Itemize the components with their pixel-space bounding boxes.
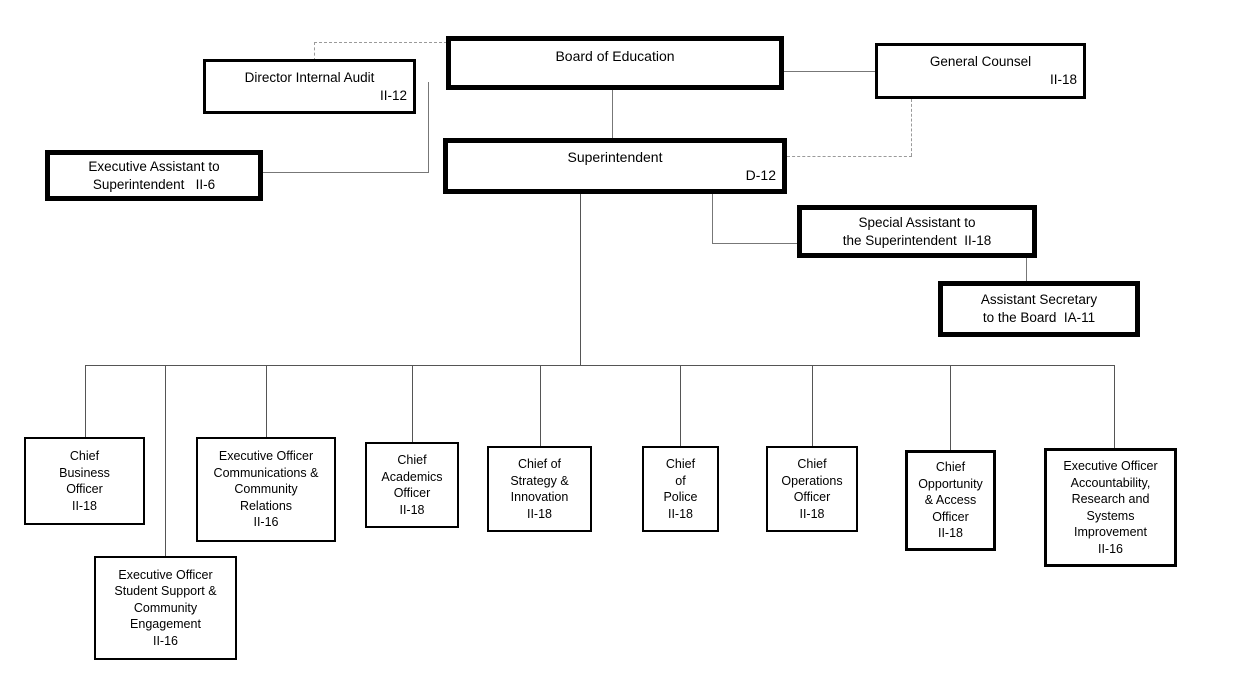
node-executive-officer-accountability[interactable]: Executive Officer Accountability, Resear…: [1044, 448, 1177, 567]
connector-board-to-superintendent: [612, 90, 613, 139]
node-assistant-secretary-to-the-board[interactable]: Assistant Secretary to the Board IA-11: [938, 281, 1140, 337]
connector-audit-vertical: [428, 82, 429, 173]
connector-counsel-to-superintendent-vertical: [911, 99, 912, 156]
connector-superintendent-to-special-assistant-vertical: [712, 194, 713, 243]
node-executive-officer-communications[interactable]: Executive Officer Communications & Commu…: [196, 437, 336, 542]
connector-board-to-audit-horizontal: [314, 42, 447, 43]
connector-drop-chief-strategy: [540, 365, 541, 446]
connector-drop-chief-operations-officer: [812, 365, 813, 446]
node-assistant-secretary-to-the-board-title: Assistant Secretary to the Board IA-11: [980, 292, 1098, 325]
node-chief-academics-officer-title: Chief Academics Officer II-18: [381, 453, 443, 517]
node-general-counsel-grade: II-18: [1049, 72, 1077, 87]
connector-horizontal-bus: [85, 365, 1115, 366]
node-special-assistant-to-superintendent[interactable]: Special Assistant to the Superintendent …: [797, 205, 1037, 258]
node-superintendent[interactable]: Superintendent D-12: [443, 138, 787, 194]
node-board-of-education-title: Board of Education: [555, 48, 675, 64]
node-special-assistant-to-superintendent-title: Special Assistant to the Superintendent …: [842, 214, 992, 248]
node-general-counsel-title: General Counsel: [929, 54, 1032, 70]
connector-drop-communications: [266, 365, 267, 437]
node-chief-of-police[interactable]: Chief of Police II-18: [642, 446, 719, 532]
node-executive-assistant-to-superintendent-title: Executive Assistant to Superintendent II…: [88, 158, 220, 192]
connector-drop-accountability-research: [1114, 365, 1115, 448]
node-board-of-education[interactable]: Board of Education: [446, 36, 784, 90]
node-executive-officer-student-support-title: Executive Officer Student Support & Comm…: [114, 567, 217, 648]
node-director-internal-audit-title: Director Internal Audit: [244, 69, 375, 85]
connector-board-to-counsel: [784, 71, 876, 72]
node-chief-of-strategy-innovation[interactable]: Chief of Strategy & Innovation II-18: [487, 446, 592, 532]
connector-drop-chief-of-police: [680, 365, 681, 446]
node-chief-of-police-title: Chief of Police II-18: [663, 457, 698, 521]
node-chief-operations-officer[interactable]: Chief Operations Officer II-18: [766, 446, 858, 532]
node-director-internal-audit[interactable]: Director Internal Audit II-12: [203, 59, 416, 114]
node-chief-academics-officer[interactable]: Chief Academics Officer II-18: [365, 442, 459, 528]
node-chief-operations-officer-title: Chief Operations Officer II-18: [781, 457, 843, 521]
connector-counsel-to-superintendent-horizontal: [787, 156, 912, 157]
connector-drop-student-support: [165, 365, 166, 556]
connector-audit-to-exec-assistant: [263, 172, 429, 173]
node-director-internal-audit-grade: II-12: [379, 87, 407, 103]
connector-drop-chief-business-officer: [85, 365, 86, 437]
connector-superintendent-trunk: [580, 194, 581, 366]
node-superintendent-grade: D-12: [745, 167, 776, 183]
node-executive-officer-student-support[interactable]: Executive Officer Student Support & Comm…: [94, 556, 237, 660]
connector-drop-chief-academics-officer: [412, 365, 413, 442]
node-superintendent-title: Superintendent: [567, 148, 663, 165]
connector-superintendent-to-special-assistant-horizontal: [712, 243, 798, 244]
connector-board-to-audit-vertical: [314, 42, 315, 61]
node-executive-officer-accountability-title: Executive Officer Accountability, Resear…: [1063, 459, 1158, 556]
node-chief-business-officer-title: Chief Business Officer II-18: [59, 449, 110, 513]
node-chief-opportunity-access-officer[interactable]: Chief Opportunity & Access Officer II-18: [905, 450, 996, 551]
node-chief-business-officer[interactable]: Chief Business Officer II-18: [24, 437, 145, 525]
connector-drop-chief-opportunity-access: [950, 365, 951, 450]
node-executive-officer-communications-title: Executive Officer Communications & Commu…: [213, 449, 319, 530]
node-chief-of-strategy-innovation-title: Chief of Strategy & Innovation II-18: [510, 457, 569, 521]
node-executive-assistant-to-superintendent[interactable]: Executive Assistant to Superintendent II…: [45, 150, 263, 201]
node-chief-opportunity-access-officer-title: Chief Opportunity & Access Officer II-18: [918, 460, 983, 541]
connector-special-assistant-to-assistant-secretary: [1026, 258, 1027, 282]
node-general-counsel[interactable]: General Counsel II-18: [875, 43, 1086, 99]
